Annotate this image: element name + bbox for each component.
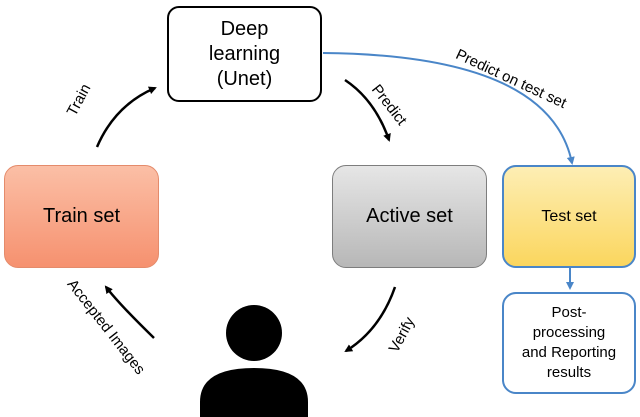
active-set-box: Active set: [332, 165, 487, 268]
predict-arrow: [344, 78, 391, 142]
accepted-images-arrow: [104, 285, 155, 339]
report-line-3: and Reporting: [521, 344, 617, 361]
deep-learning-unet-box: Deep learning (Unet): [167, 6, 322, 102]
active-set-label: Active set: [366, 205, 453, 227]
report-line-2: processing: [532, 324, 606, 341]
post-processing-report-box: Post- processing and Reporting results: [502, 292, 636, 394]
train-set-label: Train set: [42, 205, 121, 227]
verify-arrow: [344, 286, 397, 353]
test-set-box: Test set: [502, 165, 636, 268]
report-line-4: results: [546, 364, 592, 381]
train-arrow: [95, 86, 157, 148]
unet-line-1: Deep: [220, 17, 269, 40]
test-set-label: Test set: [541, 207, 597, 225]
report-line-1: Post-: [551, 304, 587, 321]
predict-on-test-arrow: [322, 52, 575, 165]
unet-line-2: learning: [208, 42, 281, 65]
person-icon: [200, 305, 308, 417]
train-set-box: Train set: [4, 165, 159, 268]
unet-line-3: (Unet): [216, 67, 273, 90]
